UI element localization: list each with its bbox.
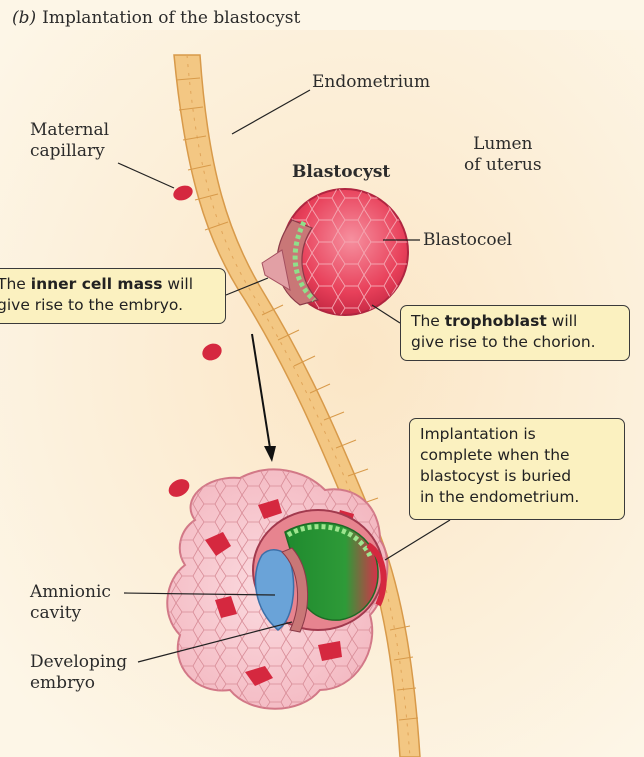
callout-troph-bold: trophoblast [445,312,547,330]
panel-letter: (b) [12,8,36,28]
label-developing-line-1: Developing [30,652,127,673]
callout-icm-post: will [163,275,194,293]
label-lumen-of-uterus: Lumen of uterus [464,134,542,176]
label-maternal-capillary-line-1: Maternal [30,120,109,141]
callout-troph-pre: The [411,312,445,330]
callout-implantation-line-4: in the endometrium. [420,487,614,508]
title-text: Implantation of the blastocyst [42,8,300,28]
label-developing-line-2: embryo [30,673,127,694]
label-maternal-capillary-line-2: capillary [30,141,109,162]
label-lumen-line-2: of uterus [464,155,542,176]
figure-title: (b) Implantation of the blastocyst [12,8,300,28]
label-endometrium: Endometrium [312,72,430,93]
label-developing-embryo: Developing embryo [30,652,127,694]
callout-icm-line-2: give rise to the embryo. [0,295,215,316]
callout-troph-post: will [547,312,578,330]
label-maternal-capillary: Maternal capillary [30,120,109,162]
callout-implantation: Implantation is complete when the blasto… [409,418,625,520]
callout-icm-pre: The [0,275,31,293]
label-blastocoel: Blastocoel [423,230,512,251]
callout-icm-bold: inner cell mass [31,275,163,293]
callout-implantation-line-2: complete when the [420,445,614,466]
callout-implantation-line-1: Implantation is [420,424,614,445]
callout-implantation-line-3: blastocyst is buried [420,466,614,487]
label-amnionic-line-2: cavity [30,603,111,624]
label-amnionic-line-1: Amnionic [30,582,111,603]
label-amnionic-cavity: Amnionic cavity [30,582,111,624]
label-blastocyst: Blastocyst [292,162,390,183]
callout-troph-line-2: give rise to the chorion. [411,332,619,353]
callout-inner-cell-mass: The inner cell mass will give rise to th… [0,268,226,324]
label-lumen-line-1: Lumen [464,134,542,155]
callout-trophoblast: The trophoblast will give rise to the ch… [400,305,630,361]
implanted-blastocyst [167,469,387,708]
